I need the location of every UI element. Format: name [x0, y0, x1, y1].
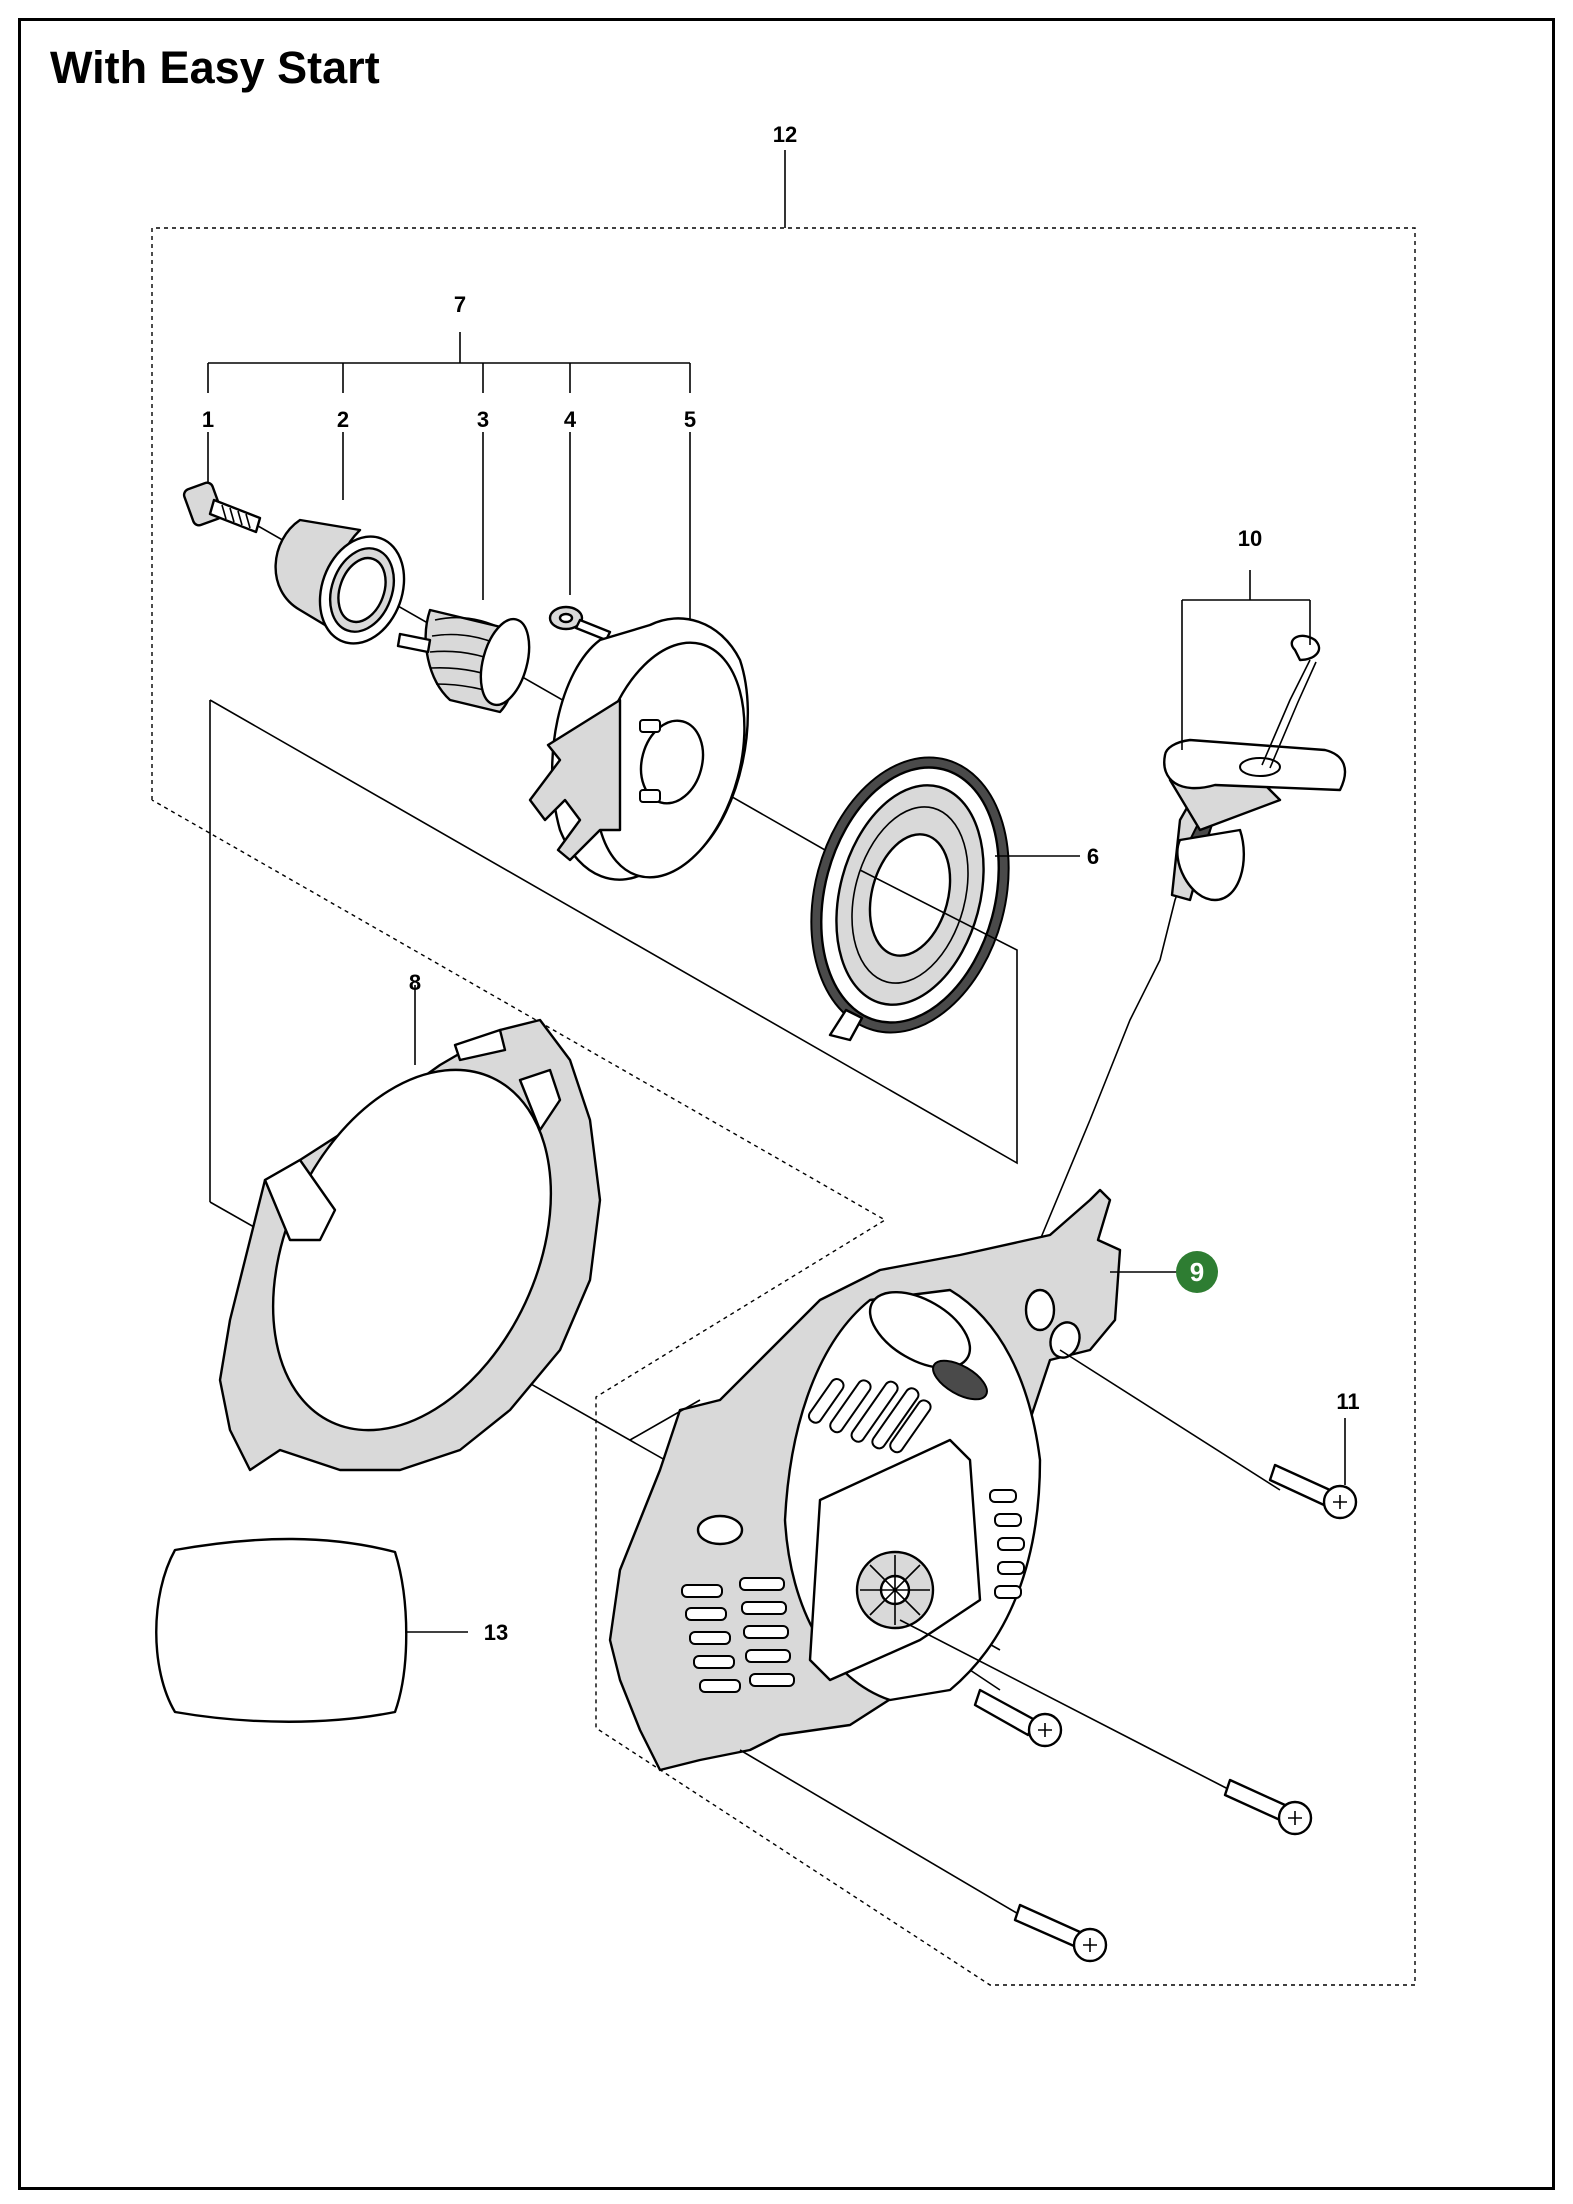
diagram-title: With Easy Start: [50, 42, 380, 93]
callout-11: 11: [1336, 1389, 1359, 1414]
assembly-axis-plane: [209, 699, 1018, 1165]
bracket-10: [1181, 570, 1311, 750]
screw-11a: [1268, 1463, 1358, 1520]
callout-5: 5: [684, 407, 696, 432]
callout-3: 3: [477, 407, 489, 432]
part-3-spring: [396, 608, 531, 714]
callout-2: 2: [337, 407, 349, 432]
callout-8: 8: [409, 970, 421, 995]
housing-vents-upper: [807, 1378, 932, 1454]
callout-9: 9: [1190, 1257, 1204, 1287]
part-11-screws: [739, 1349, 1358, 1963]
part-1-screw: [182, 481, 262, 534]
callout-13: 13: [484, 1620, 508, 1645]
part-8-fan-cover: [218, 985, 602, 1472]
callout-10: 10: [1238, 526, 1262, 551]
callout-1: 1: [202, 407, 214, 432]
callout-4: 4: [564, 407, 577, 432]
callout-6: 6: [1087, 844, 1099, 869]
screw-11d: [1013, 1903, 1108, 1963]
part-10-starter-handle: [1039, 634, 1347, 1241]
assembly-12-outline: [151, 227, 1416, 1986]
part-5-pulley: [528, 617, 750, 881]
part-2-drum: [274, 518, 406, 645]
screw-11c: [1223, 1778, 1313, 1836]
bracket-7: [207, 332, 691, 393]
page-frame: [18, 18, 1555, 2190]
housing-vents-right: [989, 1489, 1025, 1599]
part-13-decal: [155, 1537, 408, 1723]
callout-9-highlight: 9: [1176, 1251, 1218, 1293]
screw-11b: [973, 1688, 1063, 1748]
part-9-starter-housing: [608, 1188, 1122, 1772]
part-4-washer-screw: [548, 605, 612, 642]
callout-9-badge: [1176, 1251, 1218, 1293]
housing-vents-left: [681, 1577, 795, 1693]
callout-7: 7: [454, 292, 466, 317]
callout-12: 12: [773, 122, 797, 147]
